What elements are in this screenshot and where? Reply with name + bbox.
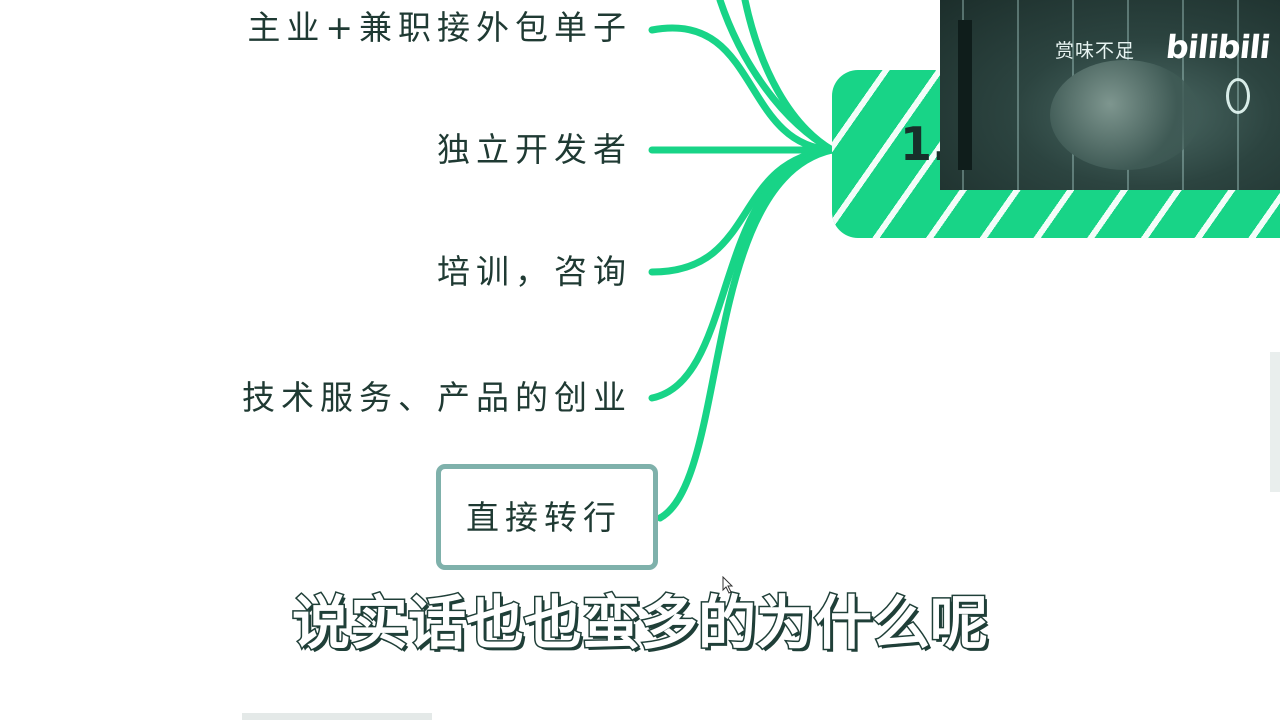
subtitle-caption: 说实话也也蛮多的为什么呢 <box>290 588 989 659</box>
video-figure <box>1050 60 1200 170</box>
mouse-pointer-icon <box>722 576 734 594</box>
video-overlay <box>940 0 1280 190</box>
branch-label-startup: 技术服务、产品的创业 <box>242 378 632 417</box>
highlight-box <box>436 464 658 570</box>
bilibili-logo: bilibili <box>1164 28 1272 66</box>
side-scroll-strip <box>1270 352 1280 492</box>
branch-label-career-change: 直接转行 <box>466 498 622 537</box>
branch-line-1 <box>648 24 836 154</box>
video-earring <box>1226 78 1250 114</box>
video-dark-pillar <box>958 20 972 170</box>
bottom-progress-strip <box>242 713 432 720</box>
branch-line-4 <box>648 146 836 402</box>
branch-line-5 <box>656 146 836 522</box>
branch-label-training: 培训，咨询 <box>437 252 632 291</box>
branch-label-indie-dev: 独立开发者 <box>437 130 632 169</box>
watermark-text: 赏味不足 <box>1055 40 1136 62</box>
branch-line-top-a <box>716 0 836 154</box>
branch-label-outsourcing: 主业+兼职接外包单子 <box>247 8 632 47</box>
branch-line-top-b <box>741 0 836 154</box>
